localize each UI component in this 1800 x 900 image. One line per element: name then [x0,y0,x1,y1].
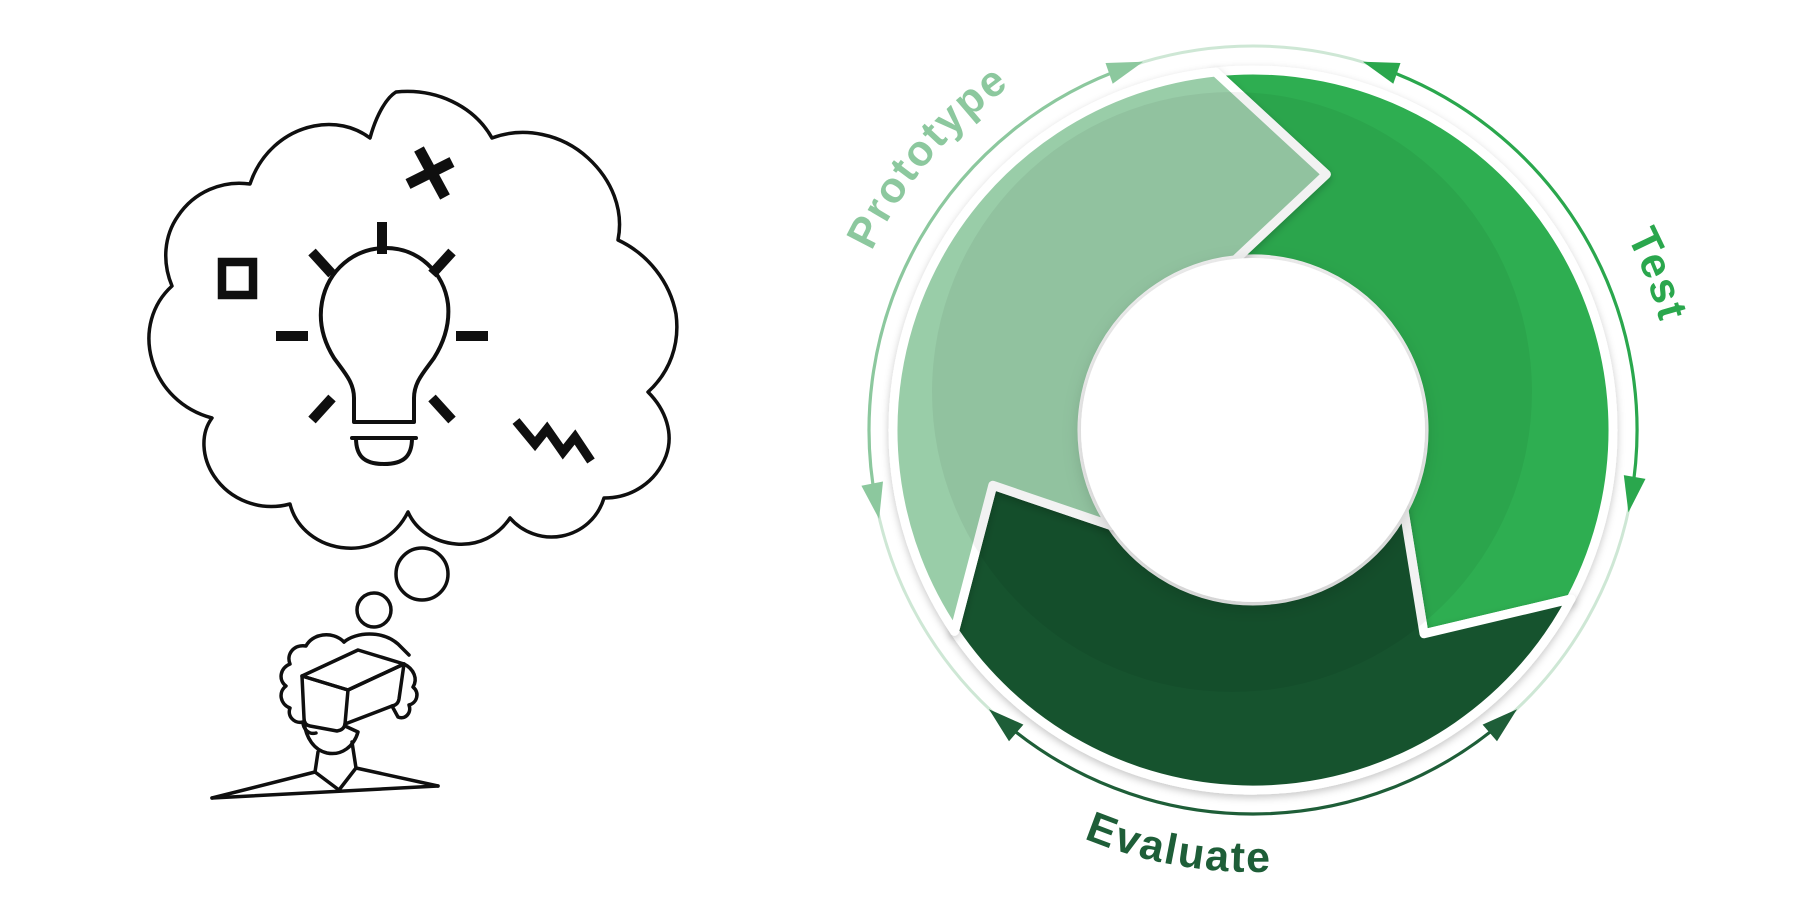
stage-outer-arc-prototype [867,65,1129,504]
stage-outer-arc-evaluate [1000,718,1506,816]
thought-bubble-icon [147,89,679,550]
arrowhead-evaluate-ccw-icon [1482,709,1517,742]
arrowhead-prototype-ccw-icon [861,481,883,519]
square-outline-icon [217,257,258,300]
stage-label-test: Test [1618,220,1697,326]
cross-icon [405,146,455,200]
arrowhead-prototype-cw-icon [1105,61,1144,84]
arrowhead-evaluate-cw-icon [989,709,1024,742]
stage-outer-arc-test [1377,65,1639,497]
arrowhead-test-ccw-icon [1362,61,1401,84]
connector-arc-1 [1503,496,1633,721]
thought-dots-icon [355,546,450,629]
light-rays-icon [276,222,488,424]
person-vr-headset-icon [210,632,440,800]
connector-arc-0 [1127,44,1379,69]
arrowhead-test-cw-icon [1623,475,1646,513]
connector-arc-2 [874,503,1003,721]
zigzag-icon [512,418,595,464]
inner-circle [1081,258,1425,602]
thought-illustration [147,89,679,800]
